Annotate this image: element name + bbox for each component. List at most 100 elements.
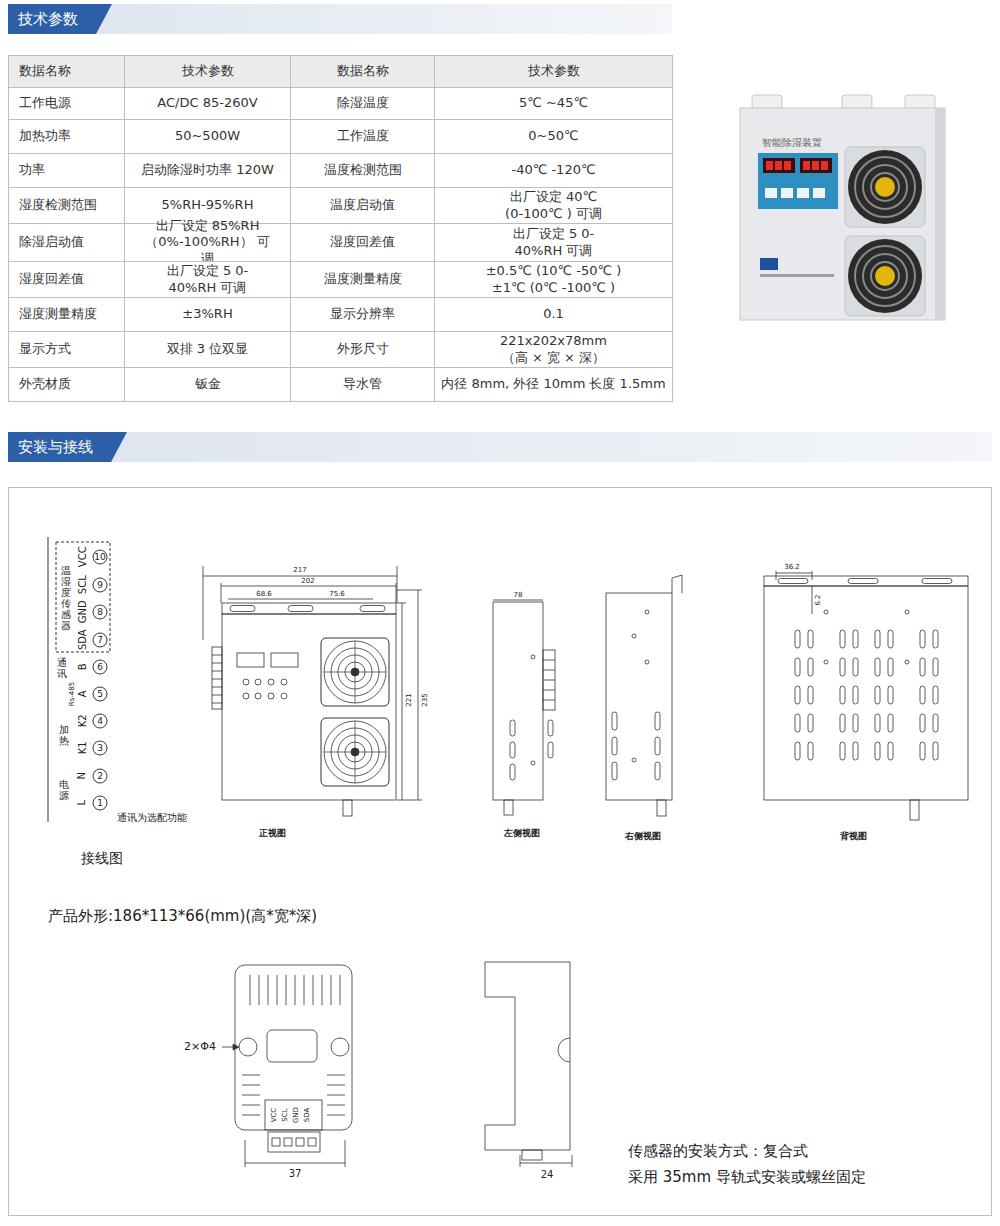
table-text: 工作电源: [19, 95, 71, 111]
rotated-label: 235: [421, 693, 429, 706]
label: 68.6: [256, 590, 272, 598]
table-text: 温度测量精度: [324, 271, 402, 287]
section-title: 技术参数: [8, 4, 112, 34]
table-cell: 出厂设定 5 0-40%RH 可调: [434, 223, 673, 262]
table-cell: ±3%RH: [124, 297, 291, 332]
vertical-label: 电源: [59, 779, 69, 801]
table-text: 双排 3 位双显: [167, 341, 249, 357]
table-cell: 除湿启动值: [8, 223, 125, 262]
table-text: 数据名称: [337, 63, 389, 79]
rotated-label: A: [76, 691, 88, 698]
product-photo: [740, 95, 945, 320]
table-cell: 湿度测量精度: [8, 297, 125, 332]
label: 产品外形:186*113*66(mm)(高*宽*深): [48, 908, 317, 925]
rotated-label: VCC: [76, 547, 88, 568]
label: 4: [97, 716, 103, 726]
table-text: 功率: [19, 162, 45, 178]
section-header: 安装与接线: [8, 432, 992, 462]
table-cell: 外形尺寸: [290, 331, 435, 368]
table-cell: 221x202x78mm （高 × 宽 × 深）: [434, 331, 673, 368]
table-text: AC/DC 85-260V: [157, 95, 257, 111]
table-cell: 工作电源: [8, 87, 125, 120]
label: 左侧视图: [504, 828, 540, 838]
table-text: ±0.5℃ (10℃ -50℃ ) ±1℃ (0℃ -100℃ ): [484, 263, 624, 296]
label: 7: [97, 635, 103, 645]
table-cell: 技术参数: [434, 55, 673, 88]
label: 智能除湿装置: [762, 137, 822, 149]
table-text: 5℃ ~45℃: [519, 95, 588, 111]
label: 36.2: [784, 563, 800, 571]
rotated-label: K2: [76, 715, 88, 728]
table-cell: 钣金: [124, 367, 291, 402]
panel-border: [9, 488, 992, 1216]
table-cell: 启动除湿时功率 120W: [124, 153, 291, 188]
rotated-label: VCC: [270, 1108, 278, 1123]
table-text: 内径 8mm, 外径 10mm 长度 1.5mm: [441, 376, 665, 392]
table-cell: 外壳材质: [8, 367, 125, 402]
label: 10: [94, 552, 105, 562]
table-cell: 出厂设定 40℃ (0-100℃ ) 可调: [434, 187, 673, 224]
label: 背视图: [840, 831, 867, 841]
table-cell: -40℃ -120℃: [434, 153, 673, 188]
table-text: 221x202x78mm （高 × 宽 × 深）: [499, 333, 609, 366]
rotated-label: Rs-485: [68, 682, 76, 706]
label: 通讯为选配功能: [117, 812, 187, 824]
label: 202: [301, 577, 314, 585]
sensor-drawing: [222, 965, 352, 1167]
table-cell: 0.1: [434, 297, 673, 332]
table-text: 0.1: [543, 306, 564, 322]
back-view: [764, 571, 968, 820]
vertical-label: 通讯: [57, 657, 67, 679]
table-cell: 技术参数: [124, 55, 291, 88]
rotated-label: 221: [405, 693, 413, 706]
label: 2: [97, 771, 103, 781]
table-cell: 数据名称: [290, 55, 435, 88]
left-view: [493, 600, 555, 815]
table-text: 外壳材质: [19, 376, 71, 392]
table-text: 技术参数: [528, 63, 580, 79]
table-cell: 内径 8mm, 外径 10mm 长度 1.5mm: [434, 367, 673, 402]
rotated-label: 6.2: [814, 594, 822, 605]
table-cell: 出厂设定 85%RH （0%-100%RH） 可调: [124, 223, 291, 262]
table-cell: 湿度检测范围: [8, 187, 125, 224]
table-text: 50~500W: [175, 128, 240, 144]
label: 6: [97, 662, 103, 672]
table-cell: 数据名称: [8, 55, 125, 88]
table-text: 外形尺寸: [337, 341, 389, 357]
table-cell: 温度测量精度: [290, 261, 435, 298]
label: 接线图: [81, 850, 123, 866]
table-cell: 功率: [8, 153, 125, 188]
table-text: 技术参数: [182, 63, 234, 79]
right-view: [606, 575, 682, 816]
label: 217: [293, 566, 306, 574]
table-text: 除湿温度: [337, 95, 389, 111]
rotated-label: SCL: [281, 1108, 289, 1121]
table-cell: 显示方式: [8, 331, 125, 368]
table-text: 显示方式: [19, 341, 71, 357]
rotated-label: SDA: [76, 630, 88, 651]
label: 9: [97, 580, 103, 590]
label: 正视图: [259, 828, 286, 838]
table-cell: 温度启动值: [290, 187, 435, 224]
rotated-label: N: [76, 772, 88, 779]
table-text: 湿度检测范围: [19, 197, 97, 213]
table-text: 出厂设定 5 0-40%RH 可调: [158, 263, 258, 296]
label: 采用 35mm 导轨式安装或螺丝固定: [628, 1169, 866, 1186]
table-text: 启动除湿时功率 120W: [141, 162, 274, 178]
rotated-label: K1: [76, 742, 88, 755]
table-text: -40℃ -120℃: [511, 162, 595, 178]
vertical-label: 加热: [59, 724, 69, 746]
table-cell: ±0.5℃ (10℃ -50℃ ) ±1℃ (0℃ -100℃ ): [434, 261, 673, 298]
rotated-label: GND: [76, 601, 88, 624]
vertical-label: 温湿度传感器: [61, 565, 71, 631]
table-text: 显示分辨率: [330, 306, 395, 322]
section-title: 安装与接线: [8, 432, 127, 462]
table-text: 出厂设定 5 0-40%RH 可调: [504, 226, 604, 259]
rotated-label: SDA: [303, 1108, 311, 1123]
table-text: 出厂设定 85%RH （0%-100%RH） 可调: [143, 218, 273, 267]
label: 78: [514, 591, 523, 599]
table-text: 出厂设定 40℃ (0-100℃ ) 可调: [504, 189, 604, 222]
rotated-label: L: [76, 800, 88, 806]
wiring-diagram: [48, 537, 110, 822]
table-text: 湿度回差值: [19, 271, 84, 287]
